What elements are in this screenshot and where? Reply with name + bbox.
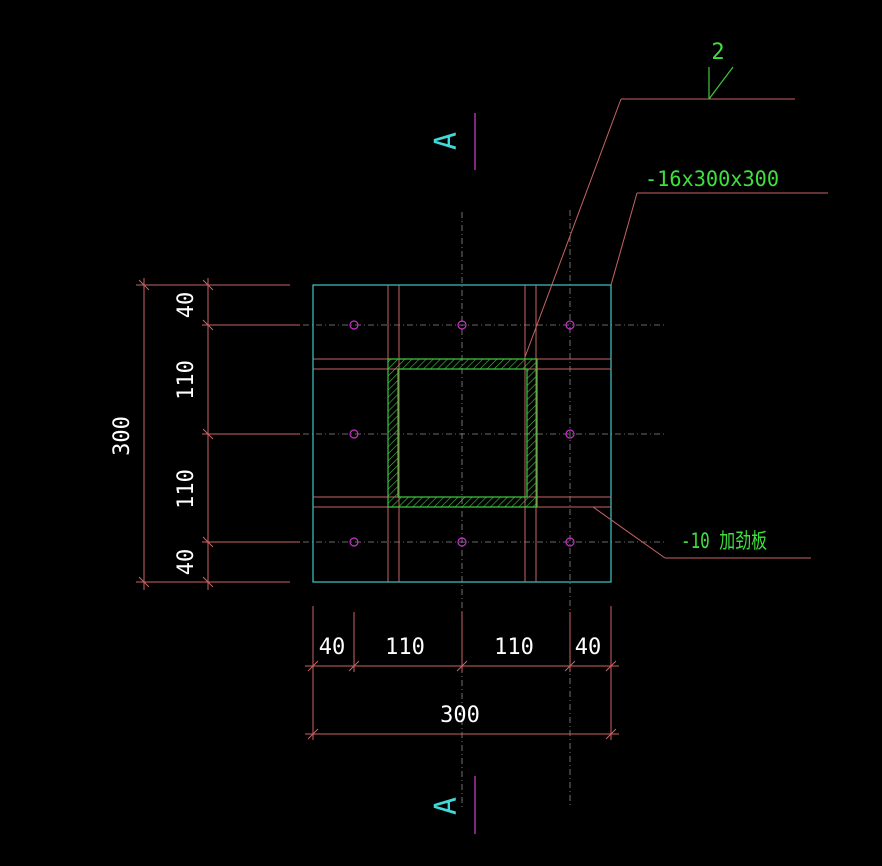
section-mark-bottom: A bbox=[429, 776, 476, 834]
bottom-dim-4: 40 bbox=[575, 635, 602, 660]
bolt-hole bbox=[349, 320, 359, 330]
bottom-dimension-lines bbox=[305, 606, 619, 740]
anchor-bolts bbox=[349, 320, 575, 547]
bolt-hole bbox=[349, 537, 359, 547]
left-dim-1: 40 bbox=[174, 292, 199, 319]
plate-callout: -16x300x300 bbox=[645, 167, 779, 191]
bottom-dim-2: 110 bbox=[385, 635, 425, 660]
bolt-hole bbox=[457, 320, 467, 330]
left-dim-2: 110 bbox=[174, 360, 199, 400]
stiffener-leader bbox=[592, 506, 811, 559]
bolt-hole bbox=[565, 537, 575, 547]
section-label-bottom: A bbox=[429, 797, 464, 815]
bottom-dim-3: 110 bbox=[494, 635, 534, 660]
section-mark-top: A bbox=[429, 113, 476, 170]
bolt-hole bbox=[565, 429, 575, 439]
bolt-hole bbox=[565, 320, 575, 330]
stiffener-callout: -10 加劲板 bbox=[681, 529, 767, 553]
bottom-dim-1: 40 bbox=[319, 635, 346, 660]
weld-symbol bbox=[708, 66, 734, 100]
left-dimension-lines bbox=[136, 278, 300, 590]
weld-leader bbox=[524, 98, 795, 358]
centerlines bbox=[290, 210, 666, 808]
plate-leader bbox=[610, 192, 828, 286]
bottom-dim-total: 300 bbox=[440, 703, 480, 728]
square-tube-section bbox=[387, 358, 538, 508]
left-dim-4: 40 bbox=[174, 549, 199, 576]
bolt-hole bbox=[457, 537, 467, 547]
bolt-hole bbox=[349, 429, 359, 439]
weld-symbol-number: 2 bbox=[711, 40, 724, 65]
left-dim-total: 300 bbox=[110, 416, 135, 456]
base-plate-outline bbox=[312, 284, 612, 583]
section-label-top: A bbox=[429, 132, 464, 150]
left-dim-3: 110 bbox=[174, 469, 199, 509]
